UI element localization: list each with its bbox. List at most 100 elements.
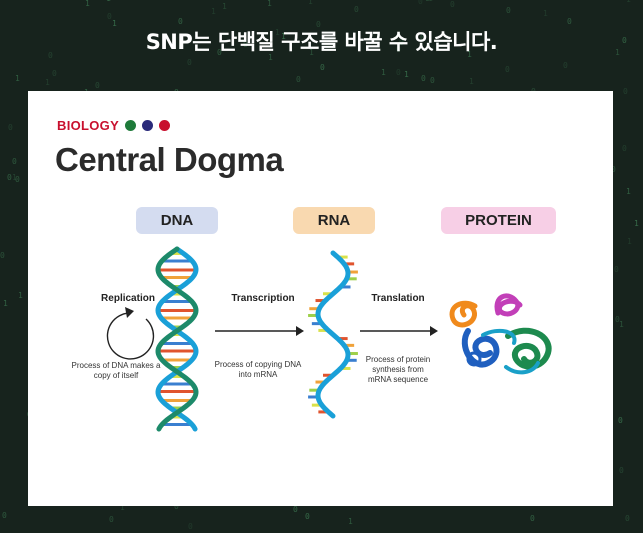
svg-text:0: 0 xyxy=(418,0,423,6)
svg-text:1: 1 xyxy=(634,219,639,228)
svg-text:0: 0 xyxy=(622,36,627,45)
svg-text:0: 0 xyxy=(0,251,5,260)
svg-text:0: 0 xyxy=(316,20,321,29)
svg-text:0: 0 xyxy=(420,33,425,42)
category-label: BIOLOGY xyxy=(57,118,120,133)
svg-text:0: 0 xyxy=(296,75,301,84)
svg-text:0: 0 xyxy=(614,265,619,274)
svg-text:0: 0 xyxy=(305,512,310,521)
transcription-description: Process of copying DNA into mRNA xyxy=(214,360,302,379)
svg-text:0: 0 xyxy=(421,74,426,83)
svg-text:1: 1 xyxy=(3,299,8,308)
svg-text:0: 0 xyxy=(425,0,430,3)
svg-text:0: 0 xyxy=(107,12,112,21)
svg-text:1: 1 xyxy=(18,291,23,300)
diagram-card: BIOLOGY Central Dogma xyxy=(28,91,613,506)
headline: SNP는 단백질 구조를 바꿀 수 있습니다. xyxy=(145,30,498,54)
replication-description: Process of DNA makes a copy of itself xyxy=(71,361,161,380)
transcription-label: Transcription xyxy=(231,293,295,304)
category-dot-navy xyxy=(142,120,154,131)
svg-text:1: 1 xyxy=(15,74,20,83)
svg-text:0: 0 xyxy=(396,45,401,54)
svg-text:0: 0 xyxy=(396,68,401,77)
protein-structure-icon xyxy=(449,293,552,375)
dna-double-helix xyxy=(155,246,199,432)
card-title: Central Dogma xyxy=(55,141,284,178)
svg-text:1: 1 xyxy=(615,48,620,57)
replication-cycle-icon xyxy=(106,307,155,360)
svg-text:0: 0 xyxy=(243,40,248,49)
translation-arrow xyxy=(360,326,438,336)
svg-text:0: 0 xyxy=(430,76,435,85)
svg-text:0: 0 xyxy=(530,514,535,523)
svg-text:0: 0 xyxy=(188,522,193,531)
svg-text:0: 0 xyxy=(506,6,511,15)
transcription-arrow xyxy=(215,326,304,336)
svg-text:1: 1 xyxy=(467,50,472,59)
category-dot-red xyxy=(159,120,171,131)
stage-pill-protein: PROTEIN xyxy=(441,207,556,234)
central-dogma-diagram xyxy=(106,246,552,432)
svg-text:1: 1 xyxy=(627,237,632,246)
svg-text:1: 1 xyxy=(626,187,631,196)
svg-text:0: 0 xyxy=(563,61,568,70)
svg-text:0: 0 xyxy=(450,0,455,9)
svg-text:1: 1 xyxy=(85,0,90,8)
svg-text:1: 1 xyxy=(211,7,216,16)
svg-text:0: 0 xyxy=(619,466,624,475)
svg-text:1: 1 xyxy=(268,53,273,62)
svg-text:1: 1 xyxy=(404,70,409,79)
svg-text:1: 1 xyxy=(222,2,227,11)
svg-text:1: 1 xyxy=(275,28,280,37)
svg-text:1: 1 xyxy=(106,0,111,3)
translation-description: Process of protein synthesis from mRNA s… xyxy=(365,355,431,384)
svg-text:1: 1 xyxy=(267,0,272,8)
stage-pill-dna: DNA xyxy=(136,207,218,234)
svg-text:0: 0 xyxy=(7,173,12,182)
svg-text:1: 1 xyxy=(309,48,314,57)
svg-text:0: 0 xyxy=(625,514,630,523)
svg-text:0: 0 xyxy=(615,315,620,324)
svg-text:0: 0 xyxy=(187,58,192,67)
category-dot-green xyxy=(125,120,137,131)
svg-text:0: 0 xyxy=(567,17,572,26)
svg-text:0: 0 xyxy=(48,51,53,60)
replication-label: Replication xyxy=(101,293,155,304)
category-row: BIOLOGY xyxy=(57,118,171,133)
stage-pill-rna: RNA xyxy=(293,207,375,234)
translation-label: Translation xyxy=(371,293,425,304)
svg-text:1: 1 xyxy=(428,0,433,3)
svg-text:0: 0 xyxy=(52,69,57,78)
svg-text:1: 1 xyxy=(120,503,125,512)
svg-text:1: 1 xyxy=(543,9,548,18)
svg-text:0: 0 xyxy=(95,81,100,90)
svg-text:1: 1 xyxy=(348,517,353,526)
svg-text:0: 0 xyxy=(109,515,114,524)
svg-text:0: 0 xyxy=(293,505,298,514)
svg-text:0: 0 xyxy=(623,87,628,96)
svg-text:1: 1 xyxy=(12,173,17,182)
svg-text:0: 0 xyxy=(607,0,612,2)
svg-text:0: 0 xyxy=(618,416,623,425)
svg-text:0: 0 xyxy=(178,17,183,26)
svg-text:0: 0 xyxy=(505,65,510,74)
svg-text:1: 1 xyxy=(626,0,631,4)
svg-text:0: 0 xyxy=(2,511,7,520)
svg-text:0: 0 xyxy=(611,165,616,174)
svg-text:1: 1 xyxy=(381,68,386,77)
svg-text:1: 1 xyxy=(469,77,474,86)
svg-text:0: 0 xyxy=(12,157,17,166)
svg-text:0: 0 xyxy=(354,5,359,14)
svg-text:1: 1 xyxy=(281,32,286,41)
svg-text:0: 0 xyxy=(622,144,627,153)
svg-text:0: 0 xyxy=(174,502,179,511)
svg-text:1: 1 xyxy=(619,320,624,329)
svg-text:0: 0 xyxy=(217,48,222,57)
svg-text:0: 0 xyxy=(320,63,325,72)
svg-text:1: 1 xyxy=(45,78,50,87)
svg-text:0: 0 xyxy=(15,175,20,184)
svg-text:0: 0 xyxy=(8,123,13,132)
svg-text:1: 1 xyxy=(112,19,117,28)
svg-text:0: 0 xyxy=(399,38,404,47)
svg-text:1: 1 xyxy=(308,0,313,6)
